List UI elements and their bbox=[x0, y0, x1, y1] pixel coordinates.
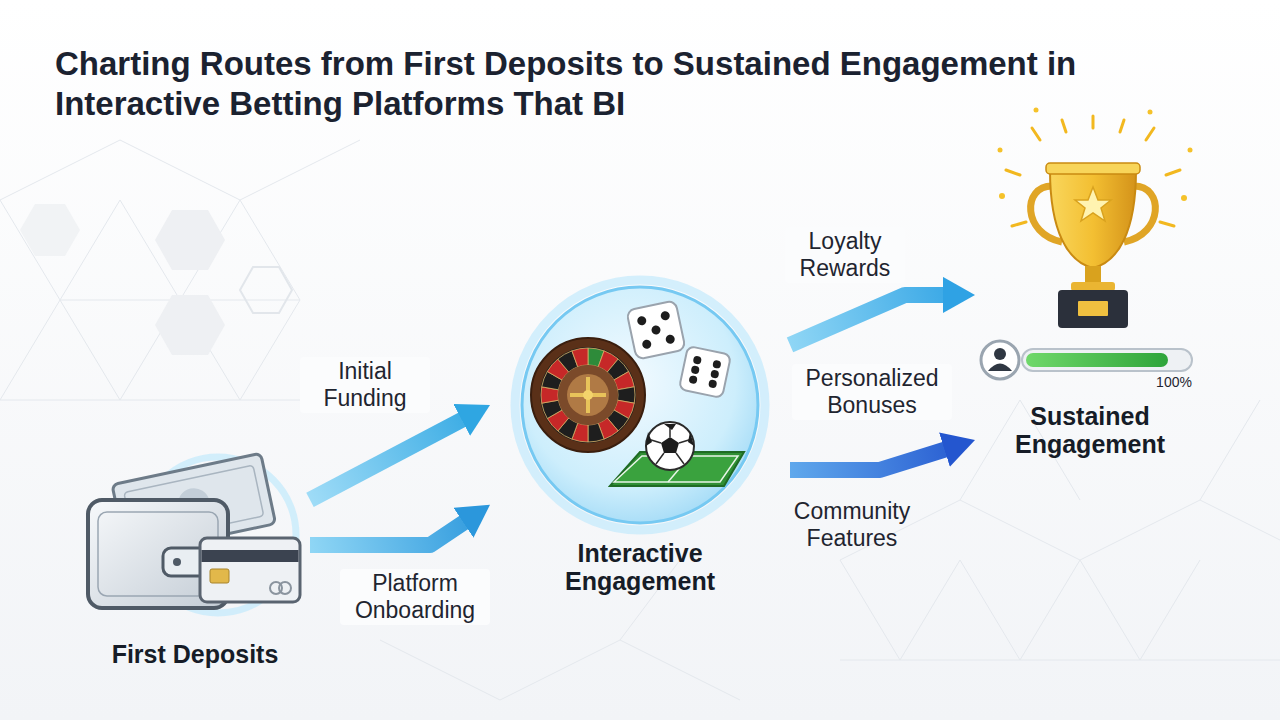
deposit-node: First Deposits bbox=[80, 440, 310, 675]
trophy-icon bbox=[1078, 301, 1108, 316]
roulette-wheel bbox=[531, 338, 645, 452]
trophy-icon bbox=[1032, 128, 1040, 140]
progress-bar bbox=[981, 341, 1019, 379]
diagram-title: Charting Routes from First Deposits to S… bbox=[55, 44, 1215, 123]
trophy-icon bbox=[998, 148, 1003, 153]
soccer-ball bbox=[646, 424, 694, 446]
roulette-wheel bbox=[558, 365, 618, 425]
progress-bar bbox=[1026, 353, 1168, 367]
trophy-icon bbox=[1181, 195, 1187, 201]
trophy-icon bbox=[1075, 187, 1111, 221]
progress-bar bbox=[1022, 349, 1192, 371]
wallet-icon bbox=[202, 550, 299, 562]
roulette-wheel bbox=[541, 348, 635, 442]
dice bbox=[641, 339, 652, 350]
hexagon-decor bbox=[20, 204, 80, 256]
dice bbox=[708, 379, 717, 388]
roulette-wheel bbox=[531, 338, 645, 452]
dice bbox=[626, 300, 685, 359]
edge-label: Initial Funding bbox=[300, 357, 430, 413]
soccer-ball bbox=[646, 422, 694, 470]
soccer-ball bbox=[648, 424, 692, 464]
lattice bbox=[0, 140, 1280, 700]
dice bbox=[712, 360, 721, 369]
edge-label: Platform Onboarding bbox=[340, 569, 490, 625]
trophy-icon bbox=[1071, 282, 1115, 291]
trophy-icon bbox=[1012, 222, 1026, 226]
roulette-wheel bbox=[588, 423, 604, 442]
node-label: Interactive Engagement bbox=[540, 539, 740, 597]
edge-label: Loyalty Rewards bbox=[785, 227, 905, 283]
game-orb bbox=[515, 280, 765, 530]
trophy-icon bbox=[1050, 170, 1136, 268]
trophy-icon bbox=[1062, 120, 1066, 132]
wallet-icon bbox=[210, 569, 229, 583]
wallet-icon bbox=[279, 582, 291, 594]
flow-arrow bbox=[310, 522, 465, 545]
lattice bbox=[840, 400, 1280, 660]
engagement-node: Interactive Engagement bbox=[490, 285, 790, 600]
trophy-icon bbox=[998, 108, 1193, 329]
trophy-icon bbox=[1148, 110, 1153, 115]
trophy-icon bbox=[1160, 222, 1174, 226]
wallet-icon bbox=[200, 538, 300, 602]
wallet-icon bbox=[88, 453, 300, 613]
trophy-icon bbox=[1085, 266, 1101, 284]
dice bbox=[693, 355, 702, 364]
edge-label: Personalized Bonuses bbox=[792, 364, 952, 420]
trophy-icon bbox=[1046, 163, 1140, 174]
roulette-wheel bbox=[540, 347, 636, 443]
trophy-icon bbox=[1034, 108, 1039, 113]
trophy-icon bbox=[1092, 116, 1095, 128]
dice bbox=[679, 346, 731, 398]
soccer-ball bbox=[661, 437, 679, 453]
dice bbox=[665, 334, 676, 345]
hexagon-decor bbox=[20, 204, 292, 355]
route-label: Community Features bbox=[777, 498, 927, 552]
trophy-icon bbox=[1120, 120, 1124, 132]
dice bbox=[679, 346, 731, 398]
flow-arrow bbox=[790, 449, 946, 470]
dice bbox=[688, 375, 697, 384]
dice bbox=[626, 300, 685, 359]
trophy-icon bbox=[1006, 170, 1020, 175]
dice bbox=[651, 325, 662, 336]
game-orb bbox=[522, 287, 758, 523]
trophy-icon bbox=[1166, 170, 1180, 175]
roulette-wheel bbox=[567, 374, 609, 416]
roulette-wheel bbox=[570, 377, 606, 413]
trophy-icon bbox=[999, 193, 1005, 199]
trophy-icon bbox=[1188, 148, 1193, 153]
progress-bar bbox=[981, 341, 1192, 379]
hexagon-decor bbox=[155, 295, 225, 355]
progress-bar bbox=[994, 348, 1006, 360]
trophy-icon bbox=[1146, 128, 1154, 140]
goal-node: Sustained Engagement bbox=[975, 150, 1205, 465]
progress-bar bbox=[988, 364, 1012, 372]
dice bbox=[636, 315, 647, 326]
roulette-wheel bbox=[583, 390, 593, 400]
soccer-ball bbox=[646, 422, 694, 470]
flow-arrow bbox=[790, 295, 945, 345]
wallet-icon bbox=[173, 558, 181, 566]
hexagon-decor bbox=[155, 210, 225, 270]
dice bbox=[690, 365, 699, 374]
progress-percent: 100% bbox=[1156, 374, 1192, 390]
flow-arrow bbox=[310, 419, 463, 500]
trophy-icon bbox=[1058, 290, 1128, 328]
node-label: Sustained Engagement bbox=[990, 402, 1190, 460]
dice bbox=[710, 369, 719, 378]
hexagon-decor bbox=[240, 267, 292, 313]
roulette-wheel bbox=[572, 348, 588, 367]
node-label: First Deposits bbox=[112, 640, 279, 669]
game-orb bbox=[515, 280, 765, 530]
dice bbox=[660, 310, 671, 321]
dice bbox=[626, 300, 731, 398]
